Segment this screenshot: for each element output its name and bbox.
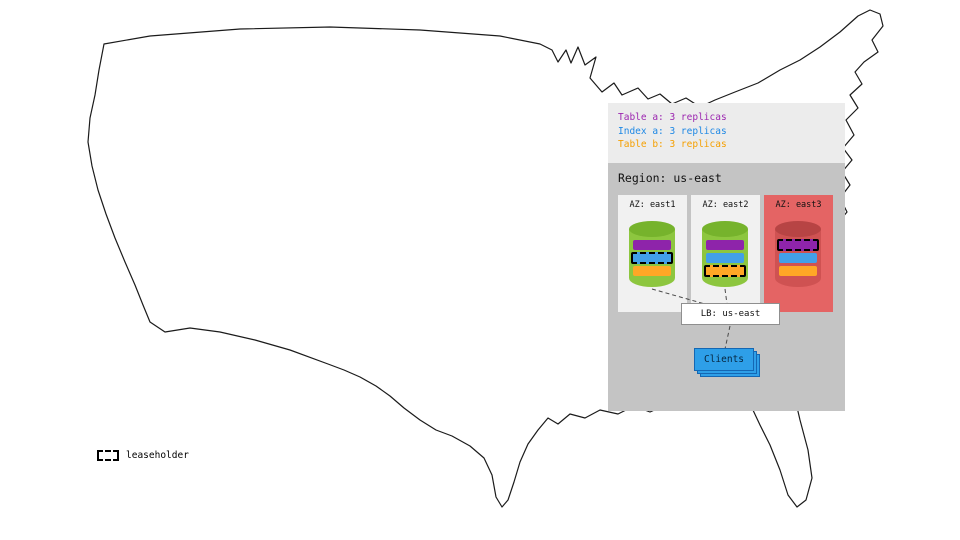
cylinder-top bbox=[775, 221, 821, 237]
database-cylinder-east1 bbox=[629, 221, 675, 291]
replica-index-a-leaseholder bbox=[631, 252, 673, 264]
database-cylinder-east2 bbox=[702, 221, 748, 291]
az-east2-label: AZ: east2 bbox=[702, 200, 749, 210]
load-balancer-label: LB: us-east bbox=[700, 309, 761, 319]
region-us-east: Region: us-east AZ: east1 AZ: east2 bbox=[608, 163, 845, 411]
leaseholder-key-label: leaseholder bbox=[126, 450, 189, 461]
legend-table-a: Table a: 3 replicas bbox=[618, 112, 727, 123]
az-east2: AZ: east2 bbox=[691, 195, 760, 312]
replica-legend: Table a: 3 replicas Index a: 3 replicas … bbox=[608, 103, 845, 163]
leaseholder-swatch-icon bbox=[97, 450, 119, 461]
load-balancer-box: LB: us-east bbox=[681, 303, 780, 325]
region-title: Region: us-east bbox=[618, 171, 722, 185]
az-east1-label: AZ: east1 bbox=[629, 200, 676, 210]
replica-table-b bbox=[779, 266, 817, 276]
az-east1: AZ: east1 bbox=[618, 195, 687, 312]
replica-index-a bbox=[706, 253, 744, 263]
az-east3-label: AZ: east3 bbox=[775, 200, 822, 210]
replica-table-b-leaseholder bbox=[704, 265, 746, 277]
replica-index-a bbox=[779, 253, 817, 263]
legend-index-a: Index a: 3 replicas bbox=[618, 125, 727, 137]
replica-table-b bbox=[633, 266, 671, 276]
az-east3-down: AZ: east3 bbox=[764, 195, 833, 312]
clients-box: Clients bbox=[694, 348, 754, 371]
replica-table-a bbox=[706, 240, 744, 250]
cylinder-top bbox=[629, 221, 675, 237]
replica-table-a bbox=[633, 240, 671, 250]
cylinder-top bbox=[702, 221, 748, 237]
leaseholder-key: leaseholder bbox=[97, 450, 189, 461]
legend-table-b: Table b: 3 replicas bbox=[618, 139, 727, 150]
replica-table-a-leaseholder bbox=[777, 239, 819, 251]
clients-stack: Clients bbox=[694, 348, 762, 379]
database-cylinder-east3 bbox=[775, 221, 821, 291]
